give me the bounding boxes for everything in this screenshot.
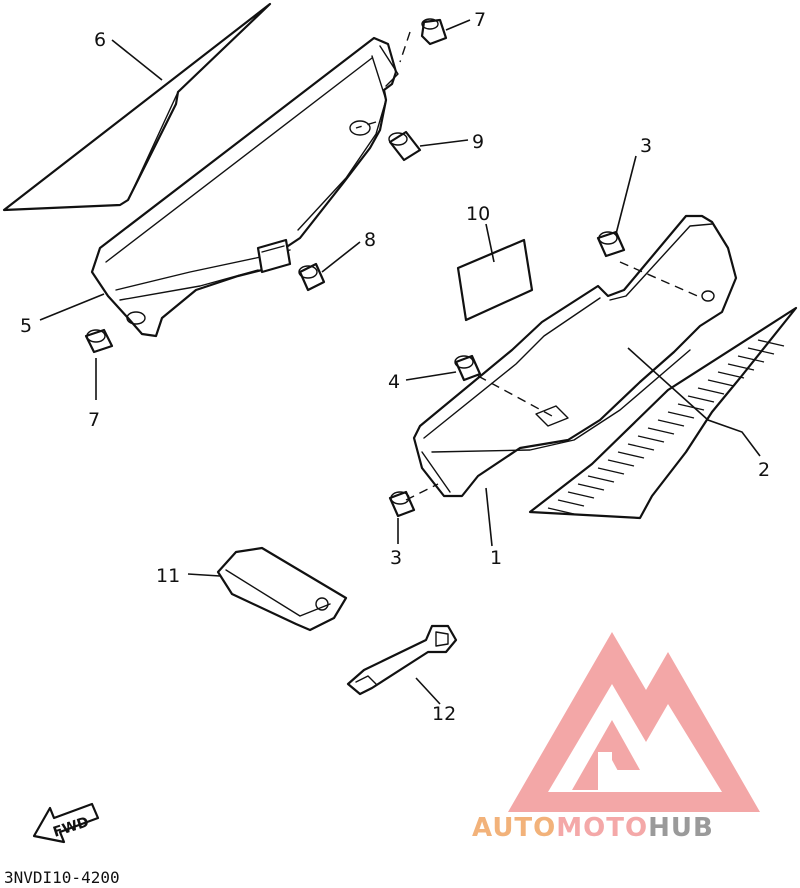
decal-hatch-line (577, 483, 605, 491)
decal-hatch-line (717, 371, 745, 379)
decal-hatch-line (747, 347, 775, 355)
side-panel-6 (2, 2, 272, 212)
decal-2 (528, 306, 798, 520)
callout-2: 2 (758, 459, 770, 481)
bracket-5 (90, 36, 399, 338)
decal-hatch-line (627, 443, 655, 451)
grommet-4 (454, 354, 482, 382)
callout-4: 4 (388, 371, 400, 393)
decal-hatch-line (727, 363, 755, 371)
watermark-hub: HUB (648, 813, 714, 843)
grommet-7-left (84, 328, 114, 354)
callout-11: 11 (156, 565, 180, 587)
decal-hatch-line (557, 499, 585, 507)
decal-hatch-line (637, 435, 665, 443)
grommet-3-bottom (388, 490, 416, 518)
callout-10: 10 (466, 203, 490, 225)
decal-hatch-line (737, 355, 765, 363)
assembly-line-c (405, 483, 439, 501)
decal-hatch-line (687, 395, 715, 403)
decal-hatch-line (757, 339, 785, 347)
leader-lines (39, 19, 761, 705)
diagram-code: 3NVDI10-4200 (4, 868, 120, 887)
assembly-line-e (399, 31, 411, 63)
callout-7-left: 7 (88, 409, 100, 431)
decal-hatch-line (567, 491, 595, 499)
tool-bag-11 (216, 546, 348, 632)
callout-1: 1 (490, 547, 502, 569)
callout-labels: 6 7 9 3 10 8 5 4 7 2 1 3 11 12 (20, 9, 770, 725)
assembly-line-d (355, 121, 377, 129)
grommet-7-top (420, 18, 448, 46)
fwd-arrow: FWD (32, 802, 100, 844)
decal-hatch-line (657, 419, 685, 427)
callout-7-top: 7 (474, 9, 486, 31)
side-cover-1 (412, 214, 738, 498)
decal-hatch-line (607, 459, 635, 467)
callout-3-bottom: 3 (390, 547, 402, 569)
callout-3-top: 3 (640, 135, 652, 157)
decal-hatch-line (667, 411, 695, 419)
callout-5: 5 (20, 315, 32, 337)
strap-12 (346, 624, 458, 696)
emblem-10 (456, 238, 534, 322)
decal-hatch-line (697, 387, 725, 395)
grommet-3-top (596, 230, 626, 258)
watermark-moto: MOTO (556, 813, 648, 843)
collar-9 (388, 130, 422, 162)
decal-hatch-line (587, 475, 615, 483)
callout-8: 8 (364, 229, 376, 251)
callout-6: 6 (94, 29, 106, 51)
watermark-auto: AUTO (472, 813, 556, 843)
decal-hatch-line (597, 467, 625, 475)
grommet-8 (298, 262, 326, 292)
watermark-logo (508, 632, 760, 812)
decal-hatch-line (677, 403, 705, 411)
decal-hatch-line (547, 507, 575, 515)
decal-hatch-line (647, 427, 675, 435)
decal-hatch-line (617, 451, 645, 459)
watermark-text: AUTOMOTOHUB (472, 813, 714, 843)
callout-9: 9 (472, 131, 484, 153)
decal-hatch-line (707, 379, 735, 387)
callout-12: 12 (432, 703, 456, 725)
